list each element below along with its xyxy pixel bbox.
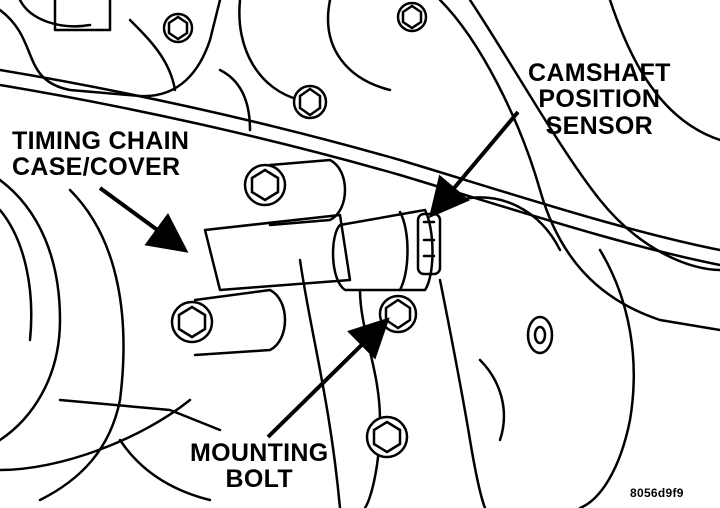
figure-code: 8056d9f9 xyxy=(630,486,684,500)
arrow-timing-chain xyxy=(98,186,189,253)
timing-chain-case-label: TIMING CHAIN CASE/COVER xyxy=(12,128,189,181)
arrow-mounting-bolt xyxy=(266,317,390,439)
mounting-bolt-label: MOUNTING BOLT xyxy=(190,440,329,493)
bolt-lower-right xyxy=(365,415,409,459)
camshaft-line-3: SENSOR xyxy=(545,111,654,140)
upper-housing-outline xyxy=(0,0,222,98)
timing-chain-line-2: CASE/COVER xyxy=(12,153,181,182)
timing-case-outline xyxy=(0,178,62,442)
bolt-upper-left xyxy=(243,163,287,207)
mounting-line-2: BOLT xyxy=(225,465,293,494)
camshaft-line-1: CAMSHAFT xyxy=(528,59,671,87)
drive-belt xyxy=(0,68,720,252)
camshaft-position-sensor-label: CAMSHAFT POSITION SENSOR xyxy=(528,60,671,139)
pulley-outline xyxy=(438,0,720,332)
arrow-camshaft-sensor xyxy=(428,110,520,219)
camshaft-line-2: POSITION xyxy=(538,85,661,114)
bolt-mounting xyxy=(378,294,418,334)
sensor-body xyxy=(331,208,434,292)
mounting-line-1: MOUNTING xyxy=(190,439,329,467)
timing-chain-line-1: TIMING CHAIN xyxy=(12,127,190,155)
bolt-top xyxy=(162,12,194,44)
bolt-lower-left xyxy=(170,300,214,344)
bolt-top-right xyxy=(396,1,428,33)
bolt-belt xyxy=(292,84,328,120)
